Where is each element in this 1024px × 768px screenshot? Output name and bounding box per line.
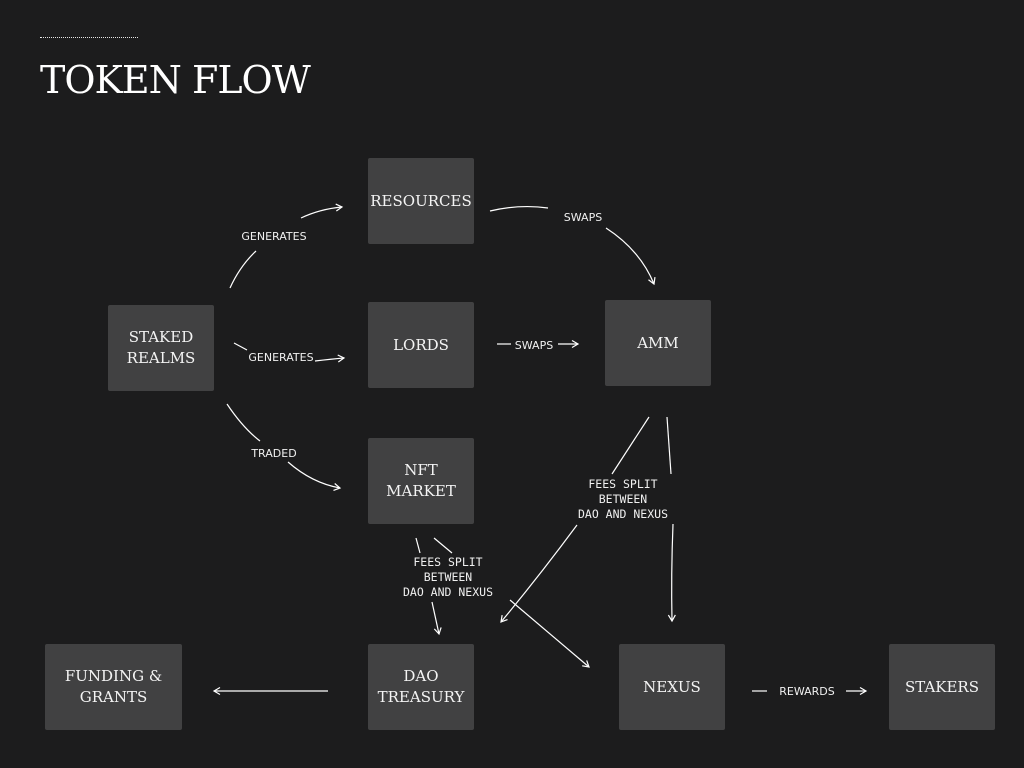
edge-nft-fee-d (509, 599, 590, 668)
node-funding-grants: FUNDING & GRANTS (45, 644, 182, 730)
edge-nft-fee-a (415, 537, 421, 554)
edge-label-traded: TRADED (251, 447, 297, 460)
edge-label-fees-nft: FEES SPLIT BETWEEN DAO AND NEXUS (402, 555, 494, 599)
edge-label-fees-amm: FEES SPLIT BETWEEN DAO AND NEXUS (577, 477, 669, 521)
edge-nft-fee-c (433, 537, 453, 554)
edge-amm-fee-c (666, 416, 672, 475)
node-nexus: NEXUS (619, 644, 725, 730)
edge-label-generates-lords: GENERATES (248, 351, 314, 364)
node-resources-label: RESOURCES (370, 191, 472, 210)
node-stakers: STAKERS (889, 644, 995, 730)
edge-realms-to-resources-b (300, 203, 344, 219)
node-lords: LORDS (368, 302, 474, 388)
edge-amm-fee-b (500, 524, 578, 623)
page-title: TOKEN FLOW (40, 58, 311, 102)
edge-label-rewards: REWARDS (779, 685, 835, 698)
edge-label-generates-resources: GENERATES (241, 230, 307, 243)
node-stakers-label: STAKERS (904, 677, 980, 696)
node-staked-realms: STAKED REALMS (108, 305, 214, 391)
title-dotted-rule (40, 37, 138, 38)
edge-nft-fee-b (431, 601, 442, 636)
edge-realms-to-lords-b (314, 354, 346, 363)
node-amm: AMM (605, 300, 711, 386)
node-nft-market: NFT MARKET (368, 438, 474, 524)
edge-label-swaps-resources: SWAPS (563, 211, 603, 224)
node-resources: RESOURCES (368, 158, 474, 244)
node-dao-treasury-label: DAO TREASURY (377, 667, 465, 706)
edge-realms-to-nft-b (287, 461, 342, 491)
node-amm-label: AMM (637, 333, 679, 352)
node-staked-realms-label: STAKED REALMS (126, 328, 196, 367)
edge-realms-to-lords-a (233, 342, 248, 351)
edge-realms-to-nft-a (226, 403, 261, 442)
node-nexus-label: NEXUS (643, 677, 701, 696)
edge-resources-to-amm-a (489, 205, 549, 212)
edge-label-swaps-lords: SWAPS (514, 339, 554, 352)
node-lords-label: LORDS (393, 335, 449, 354)
edge-realms-to-resources-a (229, 250, 257, 289)
node-dao-treasury: DAO TREASURY (368, 644, 474, 730)
edge-amm-fee-a (611, 416, 650, 475)
edge-resources-to-amm-b (605, 227, 656, 286)
node-funding-grants-label: FUNDING & GRANTS (64, 667, 163, 706)
edge-amm-fee-d (667, 523, 676, 623)
node-nft-market-label: NFT MARKET (386, 461, 456, 500)
